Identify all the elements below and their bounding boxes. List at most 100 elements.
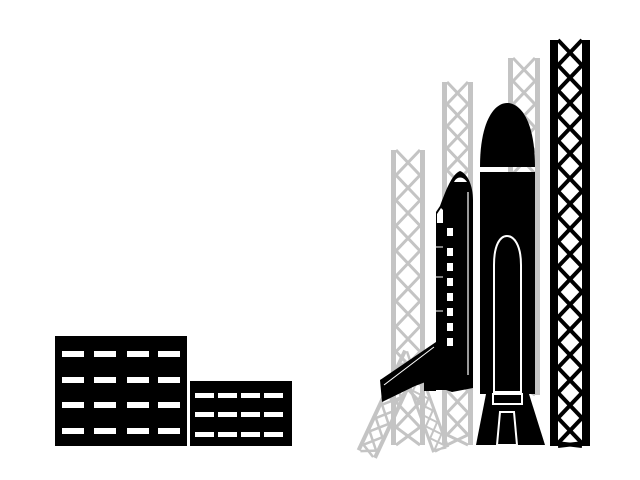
- buildings: [55, 336, 292, 446]
- building-window: [218, 393, 237, 398]
- tower-brace: [556, 366, 584, 395]
- tower-brace: [416, 386, 426, 404]
- building-window: [62, 428, 84, 434]
- building-window: [241, 412, 260, 417]
- black-gantry-tower: [550, 38, 590, 448]
- shuttle-window: [447, 293, 453, 301]
- shuttle-window: [447, 263, 453, 271]
- building-window: [158, 377, 180, 383]
- tower-brace: [556, 391, 584, 420]
- tower-brace: [556, 265, 584, 294]
- shuttle-body: [436, 171, 473, 392]
- tower-brace: [394, 224, 422, 252]
- building-window: [241, 432, 260, 437]
- tower-brace: [557, 441, 583, 448]
- shuttle-window: [447, 308, 453, 316]
- tower-brace: [420, 398, 430, 415]
- tower-brace: [511, 56, 537, 83]
- tower-brace: [556, 38, 584, 67]
- tower-brace: [394, 249, 422, 278]
- building-window: [127, 351, 149, 357]
- building-window: [218, 432, 237, 437]
- shuttle-window: [447, 248, 453, 256]
- building-window: [158, 351, 180, 357]
- tower-brace: [556, 315, 584, 344]
- tower-rail: [550, 40, 558, 446]
- shuttle-window: [447, 228, 453, 236]
- tower-brace: [394, 325, 422, 353]
- flame-trench-outline: [495, 411, 519, 446]
- tower-brace: [556, 341, 584, 369]
- launch-platform-base: [476, 394, 545, 445]
- gantry-tower-diagonal: [401, 362, 450, 453]
- shuttle-panel-lines: [436, 246, 443, 312]
- tower-brace: [395, 425, 421, 447]
- tower-brace: [556, 63, 584, 92]
- tower-brace: [446, 433, 469, 447]
- building-windows: [62, 351, 283, 437]
- tank-inner-arch: [493, 234, 522, 393]
- tower-brace: [445, 103, 470, 128]
- tower-brace: [556, 240, 584, 269]
- building-window: [127, 402, 149, 408]
- shuttle-forward-white: [437, 208, 443, 223]
- tower-brace: [445, 389, 470, 414]
- tower-brace: [360, 449, 377, 453]
- tank-nose: [480, 103, 535, 167]
- tower-brace: [362, 436, 383, 446]
- shuttle-engine-left: [424, 375, 436, 391]
- tower-brace: [556, 290, 584, 319]
- shuttle-windows: [447, 228, 453, 346]
- external-fuel-tank: [476, 103, 545, 446]
- tower-brace: [369, 422, 389, 433]
- building-window: [158, 402, 180, 408]
- building-window: [62, 351, 84, 357]
- tower-rail: [582, 40, 590, 446]
- building-window: [264, 432, 283, 437]
- tower-brace: [556, 416, 584, 445]
- tower-brace: [445, 80, 470, 106]
- building-window: [195, 412, 214, 417]
- wing-edge-line: [383, 346, 435, 386]
- shuttle-wing: [380, 342, 436, 402]
- platform-inner-outline: [492, 393, 523, 405]
- building-window: [127, 428, 149, 434]
- building-window: [94, 377, 116, 383]
- building-window: [195, 393, 214, 398]
- building-window: [62, 402, 84, 408]
- tower-rail: [535, 58, 540, 395]
- tower-brace: [394, 274, 422, 303]
- building-window: [264, 393, 283, 398]
- tower-brace: [445, 125, 470, 150]
- building-window: [195, 432, 214, 437]
- building-window: [94, 428, 116, 434]
- tower-brace: [556, 89, 584, 117]
- building-window: [62, 377, 84, 383]
- shuttle-window: [447, 338, 453, 346]
- tower-brace: [556, 114, 584, 143]
- shuttle-window: [447, 278, 453, 286]
- building-window: [241, 393, 260, 398]
- tower-brace: [556, 215, 584, 243]
- tower-rail: [415, 362, 450, 448]
- tower-brace: [556, 164, 584, 193]
- gantry-tower-left: [391, 148, 425, 447]
- tower-brace: [424, 410, 434, 427]
- tower-rail: [401, 367, 436, 453]
- building-window: [94, 351, 116, 357]
- black-gantry-lattice: [550, 38, 590, 448]
- tower-brace: [394, 148, 422, 177]
- building-window: [264, 412, 283, 417]
- tower-brace: [433, 433, 443, 451]
- tower-brace: [445, 411, 470, 436]
- tower-brace: [556, 139, 584, 168]
- tower-brace: [394, 174, 422, 202]
- tower-brace: [429, 421, 439, 439]
- tank-body: [480, 172, 535, 394]
- tower-brace: [381, 396, 402, 406]
- shuttle-window: [447, 323, 453, 331]
- tower-brace: [434, 445, 447, 453]
- building-window: [94, 402, 116, 408]
- building-window: [218, 412, 237, 417]
